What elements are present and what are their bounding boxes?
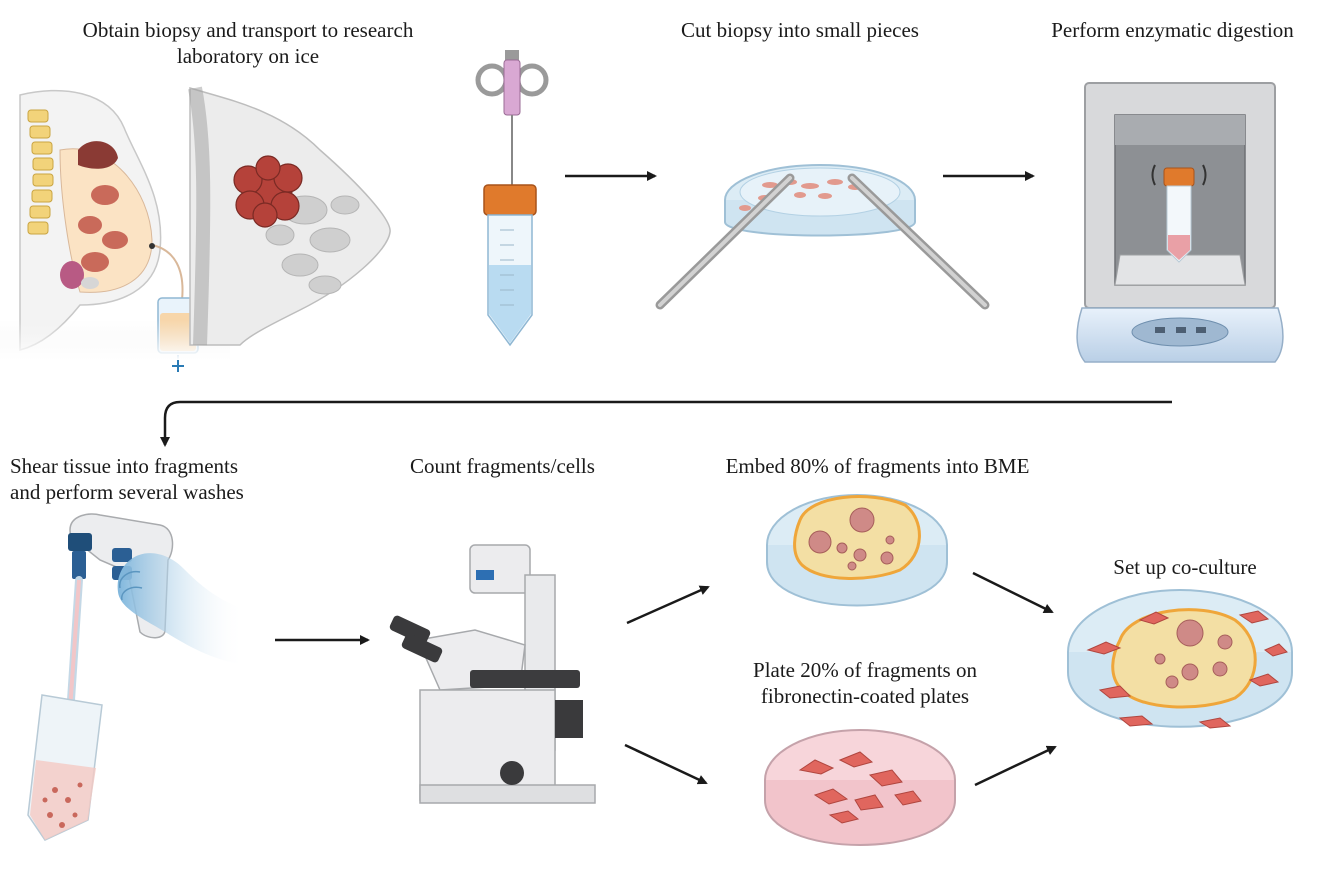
step-1-line-1: Obtain biopsy and transport to research: [82, 18, 414, 42]
step-1-line-2: laboratory on ice: [176, 44, 320, 68]
arrow-5-to-7: [624, 743, 708, 785]
breast-tissue-illustration: [188, 86, 391, 346]
arrow-5-to-6: [626, 585, 710, 625]
incubator-shaker-icon: [1076, 82, 1284, 363]
patient-biopsy-illustration: [0, 89, 230, 372]
step-8-label: Set up co-culture: [1113, 555, 1257, 579]
step-4-line-2: and perform several washes: [10, 480, 244, 504]
bme-dish-icon: [766, 494, 948, 607]
step-4-line-1: Shear tissue into fragments: [10, 454, 239, 478]
arrow-3-to-4: [160, 400, 1172, 447]
fibronectin-dish-icon: [764, 729, 956, 846]
step-7-label: Plate 20% of fragments on fibronectin-co…: [715, 657, 1015, 709]
step-2-label: Cut biopsy into small pieces: [681, 18, 919, 42]
step-7-line-2: fibronectin-coated plates: [760, 684, 970, 708]
syringe-icon: [475, 50, 549, 185]
tumor-mass: [233, 155, 303, 228]
arrow-7-to-8: [974, 745, 1057, 787]
coculture-dish-icon: [1067, 589, 1293, 729]
scalpel-icon: [847, 173, 990, 310]
step-7-line-1: Plate 20% of fragments on: [753, 658, 977, 682]
arrow-6-to-8: [972, 571, 1054, 614]
step-3-label: Perform enzymatic digestion: [1051, 18, 1294, 42]
step-1-label: Obtain biopsy and transport to research …: [28, 17, 468, 69]
tissue-tube-icon: [27, 694, 103, 841]
gloved-hand-icon: [117, 553, 245, 665]
step-5-label: Count fragments/cells: [410, 454, 595, 478]
step-4-label: Shear tissue into fragments and perform …: [10, 453, 300, 505]
petri-dish-icon: [724, 164, 916, 237]
microscope-icon: [389, 544, 596, 804]
step-6-label: Embed 80% of fragments into BME: [725, 454, 1030, 478]
forceps-icon: [655, 173, 795, 310]
falcon-tube-icon: [483, 184, 537, 347]
